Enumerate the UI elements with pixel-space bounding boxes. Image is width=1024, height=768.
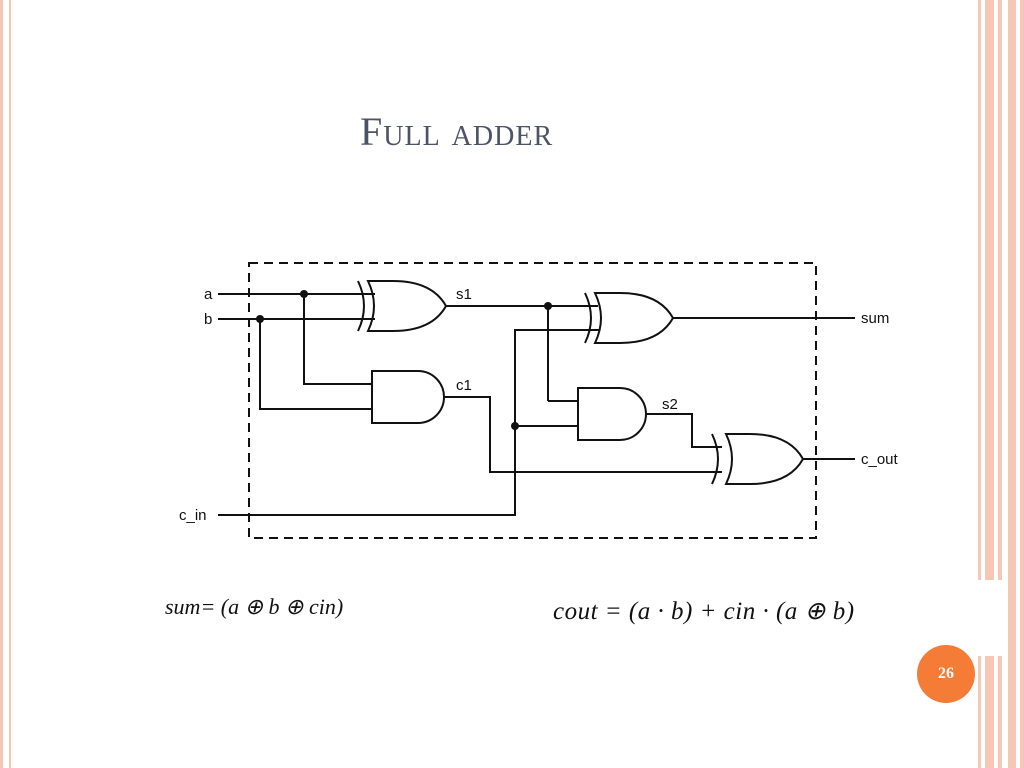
xor-gate-2 (584, 292, 675, 344)
junction-dot (511, 422, 519, 430)
output-label-c-out: c_out (861, 451, 899, 468)
output-label-sum: sum (861, 310, 889, 327)
page-number: 26 (938, 665, 954, 682)
page-number-badge: 26 (917, 645, 975, 703)
full-adder-circuit-diagram: a b c_in s1 c1 s2 sum c_out (179, 262, 899, 539)
input-label-b: b (204, 311, 212, 328)
and-gate-1 (371, 370, 445, 424)
or-gate (711, 433, 805, 485)
junction-dot (300, 290, 308, 298)
signal-label-s1: s1 (456, 286, 472, 303)
cout-equation: cout = (a · b) + cin · (a ⊕ b) (553, 598, 855, 625)
signal-label-s2: s2 (662, 396, 678, 413)
slide-title: Full adder (360, 109, 554, 154)
xor-gate-1 (357, 280, 448, 332)
right-decorative-border (978, 0, 1024, 768)
cout-equation-box (538, 580, 1004, 656)
junction-dot (256, 315, 264, 323)
left-decorative-border (0, 0, 12, 768)
sum-equation: sum= (a ⊕ b ⊕ cin) (165, 594, 344, 619)
circuit-boundary (248, 262, 817, 539)
junction-dot (544, 302, 552, 310)
input-label-c-in: c_in (179, 507, 207, 524)
input-label-a: a (204, 286, 213, 303)
and-gate-2 (577, 387, 647, 441)
signal-label-c1: c1 (456, 377, 472, 394)
